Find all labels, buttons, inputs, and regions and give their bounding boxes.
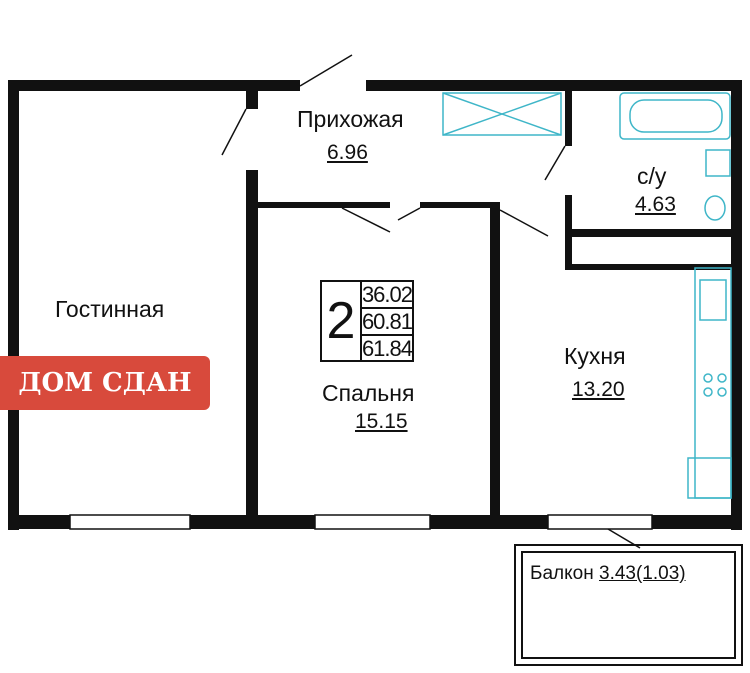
fixtures xyxy=(442,92,732,499)
room-area-hall: 6.96 xyxy=(327,141,368,164)
living-area: 36.02 xyxy=(361,282,413,309)
windows xyxy=(69,514,653,530)
room-name-kitchen: Кухня xyxy=(564,343,626,369)
total-with-balcony: 61.84 xyxy=(361,336,413,361)
room-name-bedroom: Спальня xyxy=(322,380,415,406)
room-area-bathroom: 4.63 xyxy=(635,193,676,216)
room-area-bedroom: 15.15 xyxy=(355,410,408,433)
apartment-summary: 2 36.02 60.81 61.84 xyxy=(320,280,414,362)
room-name-hall: Прихожая xyxy=(297,106,404,132)
room-name-living: Гостинная xyxy=(55,296,165,322)
room-name-balcony: Балкон xyxy=(530,563,594,584)
status-badge: ДОМ СДАН xyxy=(0,356,210,410)
balcony-label: Балкон 3.43(1.03) xyxy=(530,563,686,585)
doors xyxy=(221,54,641,549)
room-area-kitchen: 13.20 xyxy=(572,378,625,401)
room-area-balcony-coef: (1.03) xyxy=(635,563,686,584)
balcony-outline xyxy=(514,544,743,666)
room-name-bathroom: с/у xyxy=(637,163,667,189)
room-area-balcony: 3.43 xyxy=(599,563,636,584)
rooms-count: 2 xyxy=(322,282,362,360)
total-area: 60.81 xyxy=(361,309,413,336)
